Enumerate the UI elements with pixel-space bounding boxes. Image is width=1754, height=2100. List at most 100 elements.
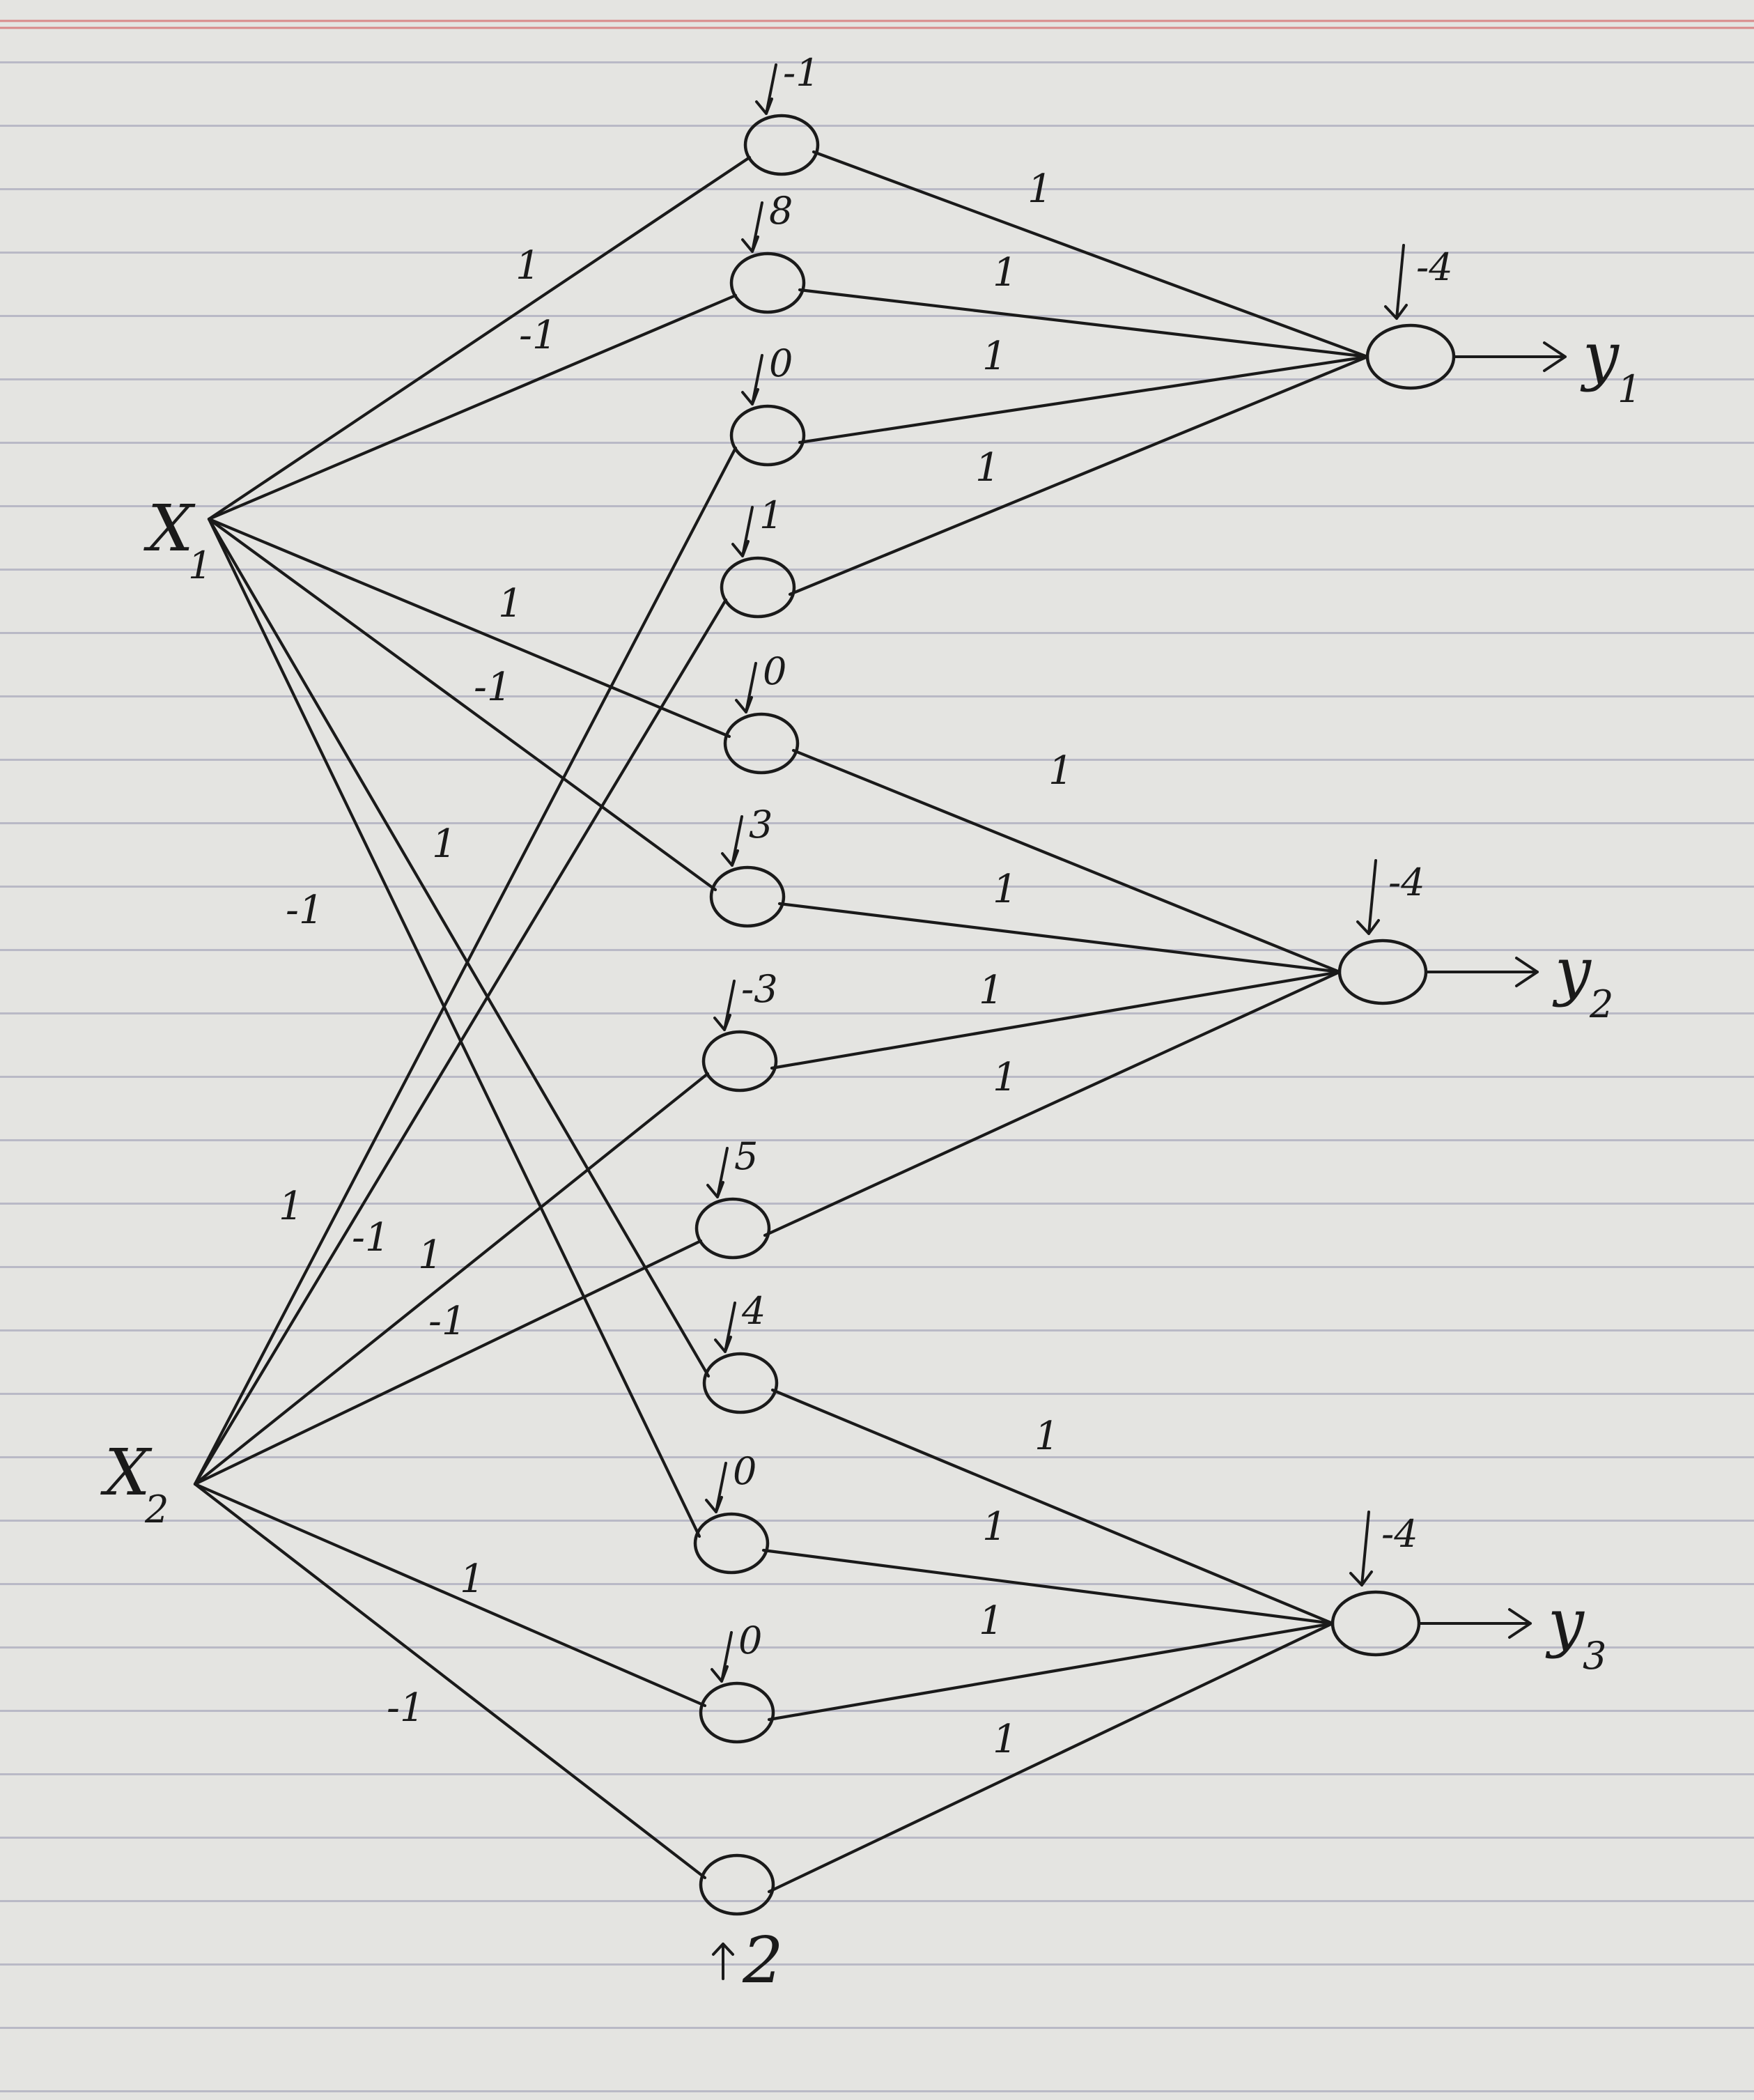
- input-connection: [193, 1482, 707, 1708]
- bias-label: 0: [763, 649, 786, 693]
- output-arrow: [1452, 341, 1567, 372]
- bias-label: -4: [1388, 860, 1425, 904]
- bias-label: -4: [1381, 1512, 1418, 1556]
- input-subscript-x1: 1: [188, 543, 212, 587]
- hidden-neuron: [723, 712, 800, 775]
- output-connection: [767, 1621, 1335, 1722]
- input-weight-label: -1: [428, 1299, 467, 1344]
- hidden-neuron: [709, 865, 786, 928]
- hidden-neuron: [702, 1352, 779, 1414]
- hidden-neuron: [699, 1853, 775, 1916]
- input-label-x1: X: [143, 491, 196, 566]
- output-weight-label: 1: [982, 1504, 1007, 1550]
- output-connection: [770, 1388, 1335, 1626]
- bias-label: 5: [734, 1134, 758, 1178]
- input-connection: [207, 517, 717, 892]
- bias-arrow: [1356, 859, 1380, 935]
- bias-label: 4: [741, 1289, 766, 1333]
- bias-arrow: [731, 506, 754, 557]
- hidden-neuron: [701, 1030, 778, 1093]
- output-subscript-y2: 2: [1589, 982, 1613, 1026]
- bias-arrow: [741, 201, 763, 253]
- neurons: [693, 63, 1567, 1980]
- bias-label: 0: [738, 1619, 762, 1662]
- bias-label: 0: [769, 341, 793, 385]
- output-connection: [812, 150, 1369, 359]
- output-neuron: [1337, 939, 1428, 1005]
- bias-arrow: [706, 1147, 729, 1198]
- hidden-neuron: [720, 556, 796, 619]
- output-connection: [777, 902, 1342, 974]
- bias-arrow: [721, 815, 743, 867]
- hidden-neuron: [729, 404, 806, 467]
- bias-label: 1: [759, 493, 783, 537]
- output-connection: [791, 748, 1342, 974]
- output-connection: [788, 355, 1369, 596]
- input-weight-label: -1: [474, 665, 512, 710]
- bias-arrow: [741, 354, 763, 406]
- hidden-neuron: [699, 1681, 775, 1744]
- bias-label: -3: [741, 967, 778, 1011]
- input-weight-label: 1: [418, 1233, 443, 1278]
- input-weight-label: -1: [387, 1685, 425, 1731]
- output-label-y2: y: [1552, 934, 1592, 1008]
- bias-arrow: [712, 1943, 734, 1980]
- bias-label: 3: [749, 803, 773, 847]
- input-weight-label: 1: [515, 243, 541, 288]
- bias-arrow: [711, 1631, 733, 1683]
- output-weight-label: 1: [993, 1717, 1018, 1762]
- hidden-neuron: [693, 1512, 770, 1575]
- input-weight-label: 1: [279, 1184, 304, 1229]
- output-connection: [763, 970, 1342, 1237]
- connections: [193, 150, 1369, 1894]
- output-connection: [767, 1621, 1335, 1894]
- input-connection: [207, 517, 711, 1378]
- input-label-x2: X: [100, 1435, 153, 1510]
- input-connection: [193, 1072, 710, 1486]
- output-arrow: [1418, 1608, 1532, 1639]
- input-connection: [193, 446, 738, 1486]
- bias-label: 8: [769, 189, 793, 233]
- bias-arrow: [705, 1462, 727, 1513]
- output-weight-label: 1: [982, 334, 1007, 379]
- output-subscript-y3: 3: [1583, 1634, 1606, 1678]
- input-connection: [193, 1482, 707, 1880]
- output-label-y1: y: [1580, 318, 1620, 393]
- input-weight-label: 1: [498, 581, 523, 626]
- output-weight-label: 1: [993, 250, 1018, 295]
- output-neuron: [1330, 1590, 1421, 1657]
- output-subscript-y1: 1: [1617, 367, 1641, 411]
- labels: 11-1-118110-111110-11311-3-115114-110110…: [100, 51, 1641, 1998]
- input-connection: [207, 517, 701, 1538]
- output-arrow: [1425, 957, 1539, 987]
- output-connection: [798, 355, 1369, 445]
- bias-arrow: [1349, 1511, 1373, 1586]
- hidden-neuron: [743, 114, 820, 176]
- output-weight-label: 1: [993, 1055, 1018, 1100]
- input-connection: [193, 1239, 703, 1486]
- input-weight-label: -1: [286, 888, 324, 933]
- output-weight-label: 1: [975, 445, 1000, 491]
- output-weight-label: 1: [1048, 748, 1073, 794]
- output-weight-label: 1: [979, 1598, 1004, 1644]
- input-weight-label: 1: [432, 821, 457, 867]
- input-connection: [207, 155, 752, 521]
- bias-arrow: [713, 980, 736, 1031]
- output-weight-label: 1: [1034, 1414, 1060, 1459]
- bias-arrow: [714, 1302, 736, 1353]
- input-weight-label: 1: [460, 1557, 485, 1602]
- bias-label: -4: [1416, 245, 1453, 289]
- hidden-neuron: [729, 252, 806, 314]
- input-connection: [207, 517, 731, 739]
- output-label-y3: y: [1545, 1585, 1585, 1660]
- output-connection: [770, 970, 1342, 1070]
- output-neuron: [1365, 323, 1456, 390]
- input-weight-label: -1: [352, 1215, 390, 1260]
- hidden-neuron: [694, 1197, 771, 1260]
- output-connection: [798, 288, 1369, 359]
- bias-arrow: [735, 662, 757, 713]
- bias-label: 2: [742, 1923, 784, 1998]
- bias-arrow: [755, 63, 777, 115]
- bias-label: 0: [733, 1449, 756, 1493]
